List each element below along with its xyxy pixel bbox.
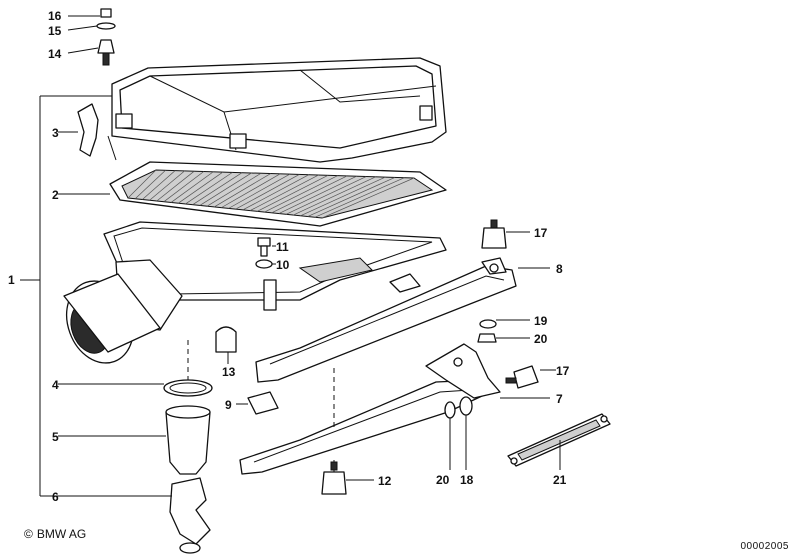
part-4-ring <box>58 379 213 397</box>
callout-13: 13 <box>222 365 236 379</box>
document-number: 00002005 <box>740 541 789 552</box>
part-5-filter-cup <box>58 405 211 475</box>
callout-4: 4 <box>52 378 59 392</box>
part-7-lower-bracket <box>239 343 550 475</box>
part-9-clip <box>236 391 279 415</box>
part-19-20-fasteners <box>477 319 530 343</box>
callout-19: 19 <box>534 314 548 328</box>
copyright-symbol: © <box>24 527 33 541</box>
callout-21: 21 <box>553 473 567 487</box>
part-3-clip <box>58 103 99 157</box>
callout-7: 7 <box>556 392 563 406</box>
callout-20-right: 20 <box>534 332 548 346</box>
part-17-lower-mount <box>505 365 556 389</box>
filter-housing-cover <box>107 57 447 163</box>
callout-15: 15 <box>48 24 62 38</box>
callout-1: 1 <box>8 273 15 287</box>
callout-17-upper: 17 <box>534 226 548 240</box>
part-6-bellows <box>58 477 211 554</box>
callout-5: 5 <box>52 430 59 444</box>
part-18-20-washers <box>444 396 473 470</box>
copyright-owner: BMW AG <box>36 527 87 541</box>
part-12-rubber-mount <box>321 461 374 495</box>
callout-10: 10 <box>276 258 290 272</box>
part-17-upper-mount <box>481 219 530 249</box>
part-8-upper-bracket <box>255 257 550 383</box>
callout-6: 6 <box>52 490 59 504</box>
lower-filter-housing <box>63 221 447 364</box>
callout-3: 3 <box>52 126 59 140</box>
callout-14: 14 <box>48 47 62 61</box>
callout-8: 8 <box>556 262 563 276</box>
callout-labels: 16 15 14 3 2 1 4 5 6 11 10 13 9 12 17 8 … <box>8 9 570 504</box>
copyright-notice: ©BMW AG <box>24 527 86 541</box>
part-10-11-bolt <box>255 237 276 269</box>
callout-20-lower: 20 <box>436 473 450 487</box>
callout-2: 2 <box>52 188 59 202</box>
callout-18: 18 <box>460 473 474 487</box>
part-13-cap <box>215 326 237 364</box>
part-14-16-mount <box>67 8 116 66</box>
part-2-filter-element <box>58 161 447 227</box>
callout-9: 9 <box>225 398 232 412</box>
callout-11: 11 <box>276 240 289 254</box>
callout-16: 16 <box>48 9 62 23</box>
part-21-ground-strap <box>507 413 611 470</box>
assembly-bracket <box>20 95 115 497</box>
callout-17-lower: 17 <box>556 364 570 378</box>
callout-12: 12 <box>378 474 392 488</box>
